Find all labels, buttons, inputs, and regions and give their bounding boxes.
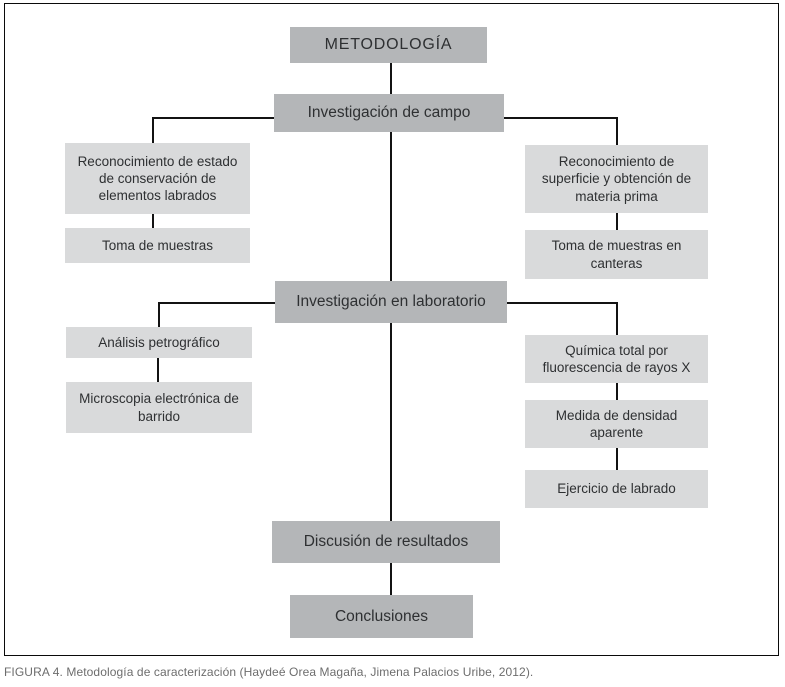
node-microscopia-electronica: Microscopia electrónica de barrido [66,382,252,433]
node-quimica-total: Química total por fluorescencia de rayos… [525,335,708,383]
connector-campo-recon-superficie [616,117,618,145]
connector-quimica-medida [616,383,618,400]
connector-laboratorio-analisis [158,302,160,327]
node-reconocimiento-superficie: Reconocimiento de superficie y obtención… [525,145,708,213]
node-conclusiones: Conclusiones [290,595,473,638]
connector-recon-superficie-toma-canteras [616,213,618,230]
connector-recon-estado-toma-muestras [152,214,154,228]
connector-campo-right-horizontal [504,117,618,119]
connector-medida-ejercicio [616,448,618,470]
node-investigacion-laboratorio: Investigación en laboratorio [275,281,507,323]
figure-caption: FIGURA 4. Metodología de caracterización… [4,665,534,679]
node-metodologia: METODOLOGÍA [290,27,487,63]
node-medida-densidad: Medida de densidad aparente [525,400,708,448]
node-discusion-resultados: Discusión de resultados [272,521,500,563]
figure-border [4,3,779,656]
node-toma-muestras-canteras: Toma de muestras en canteras [525,230,708,279]
node-analisis-petrografico: Análisis petrográfico [66,327,252,358]
connector-laboratorio-quimica [616,302,618,335]
node-reconocimiento-estado: Reconocimiento de estado de conservación… [65,143,250,214]
node-investigacion-campo: Investigación de campo [274,94,504,132]
connector-laboratorio-discusion [390,323,392,521]
connector-campo-left-horizontal [152,117,274,119]
connector-laboratorio-right-horizontal [507,302,618,304]
connector-discusion-conclusiones [390,563,392,595]
node-toma-muestras: Toma de muestras [65,228,250,263]
connector-campo-recon-estado [152,117,154,143]
connector-metodologia-campo [390,63,392,94]
connector-campo-laboratorio [390,132,392,281]
connector-laboratorio-left-horizontal [158,302,275,304]
node-ejercicio-labrado: Ejercicio de labrado [525,470,708,508]
connector-analisis-microscopia [157,358,159,382]
